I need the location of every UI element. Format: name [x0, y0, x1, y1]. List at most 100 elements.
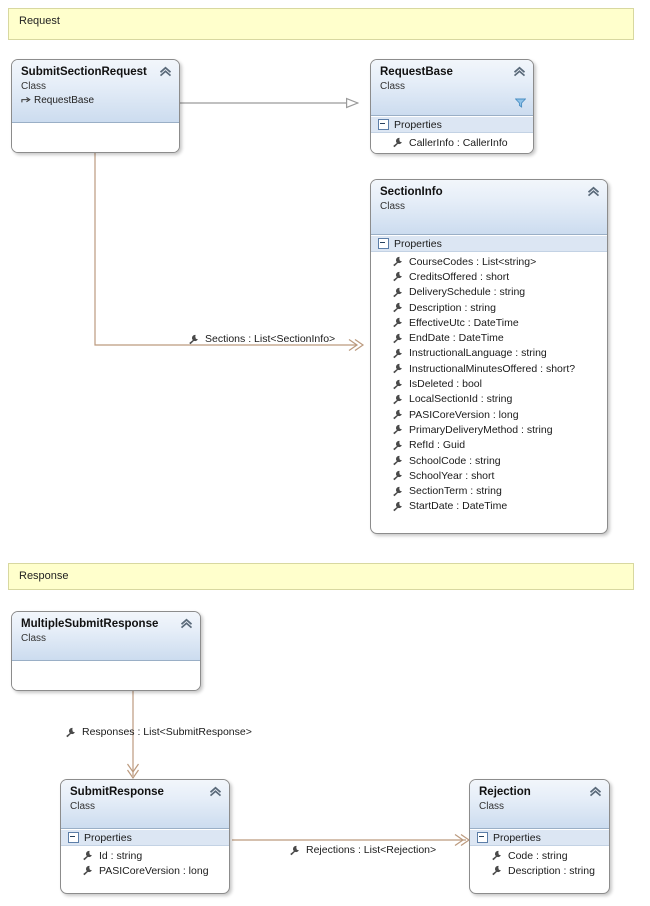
- compartment-label: Properties: [394, 118, 442, 131]
- member-list: CallerInfo : CallerInfo: [371, 133, 533, 153]
- class-header: RequestBase Class: [371, 60, 533, 116]
- funnel-icon[interactable]: [515, 98, 526, 108]
- class-empty-compartment: [12, 123, 179, 152]
- member-row[interactable]: CreditsOffered : short: [371, 269, 607, 284]
- property-wrench-icon: [393, 409, 402, 420]
- inheritance-arrow-icon: [21, 96, 31, 102]
- member-label: Description : string: [409, 301, 496, 314]
- member-label: RefId : Guid: [409, 439, 466, 452]
- property-wrench-icon: [393, 440, 402, 451]
- property-wrench-icon: [492, 851, 501, 861]
- chevron-up-icon[interactable]: [589, 786, 602, 797]
- class-stereotype: Class: [479, 801, 505, 812]
- class-box-rejection[interactable]: Rejection Class Properties Code : string…: [469, 779, 610, 894]
- chevron-up-icon[interactable]: [180, 618, 193, 629]
- member-row[interactable]: DeliverySchedule : string: [371, 285, 607, 300]
- member-row[interactable]: PASICoreVersion : long: [371, 407, 607, 422]
- class-box-requestbase[interactable]: RequestBase Class Properties CallerInfo …: [370, 59, 534, 154]
- property-wrench-icon: [393, 257, 402, 267]
- member-list: CourseCodes : List<string>CreditsOffered…: [371, 252, 607, 519]
- member-label: SchoolYear : short: [409, 469, 495, 482]
- property-wrench-icon: [393, 272, 402, 282]
- member-row[interactable]: InstructionalMinutesOffered : short?: [371, 361, 607, 376]
- compartment-header-properties[interactable]: Properties: [61, 829, 229, 846]
- association-label-rejections[interactable]: Rejections : List<Rejection>: [289, 844, 436, 856]
- compartment-header-properties[interactable]: Properties: [470, 829, 609, 846]
- property-wrench-icon: [393, 287, 402, 298]
- collapse-minus-icon[interactable]: [477, 832, 488, 843]
- class-box-submitresponse[interactable]: SubmitResponse Class Properties Id : str…: [60, 779, 230, 894]
- chevron-up-icon[interactable]: [587, 186, 600, 197]
- class-header: SectionInfo Class: [371, 180, 607, 235]
- class-stereotype: Class: [380, 201, 406, 212]
- property-wrench-icon: [393, 333, 402, 343]
- class-name: SubmitSectionRequest: [21, 66, 147, 78]
- collapse-minus-icon[interactable]: [378, 238, 389, 249]
- chevron-up-icon[interactable]: [513, 66, 526, 77]
- member-row[interactable]: SectionTerm : string: [371, 483, 607, 498]
- swimlane-banner-request[interactable]: Request: [8, 8, 634, 40]
- association-label-responses[interactable]: Responses : List<SubmitResponse>: [65, 726, 252, 738]
- association-label-text: Sections : List<SectionInfo>: [205, 333, 336, 345]
- member-row[interactable]: IsDeleted : bool: [371, 376, 607, 391]
- member-row[interactable]: Id : string: [61, 848, 229, 863]
- compartment-header-properties[interactable]: Properties: [371, 235, 607, 252]
- member-label: LocalSectionId : string: [409, 393, 513, 406]
- member-row[interactable]: StartDate : DateTime: [371, 499, 607, 514]
- banner-label: Response: [19, 570, 69, 582]
- class-header: SubmitResponse Class: [61, 780, 229, 829]
- chevron-up-icon[interactable]: [159, 66, 172, 77]
- class-stereotype: Class: [21, 81, 47, 92]
- member-row[interactable]: PASICoreVersion : long: [61, 863, 229, 878]
- member-row[interactable]: EndDate : DateTime: [371, 330, 607, 345]
- property-wrench-icon: [393, 379, 402, 389]
- member-row[interactable]: PrimaryDeliveryMethod : string: [371, 422, 607, 437]
- member-label: CreditsOffered : short: [409, 270, 510, 283]
- class-stereotype: Class: [380, 81, 406, 92]
- property-wrench-icon: [189, 334, 198, 344]
- swimlane-banner-response[interactable]: Response: [8, 563, 634, 590]
- class-empty-compartment: [12, 661, 200, 690]
- member-row[interactable]: Description : string: [371, 300, 607, 315]
- member-row[interactable]: SchoolYear : short: [371, 468, 607, 483]
- property-wrench-icon: [393, 501, 402, 512]
- chevron-up-icon[interactable]: [209, 786, 222, 797]
- association-label-text: Responses : List<SubmitResponse>: [82, 726, 252, 738]
- property-wrench-icon: [393, 486, 402, 496]
- member-row[interactable]: EffectiveUtc : DateTime: [371, 315, 607, 330]
- member-label: Description : string: [508, 864, 595, 877]
- member-label: SchoolCode : string: [409, 454, 501, 467]
- member-row[interactable]: CallerInfo : CallerInfo: [371, 135, 533, 150]
- member-label: PASICoreVersion : long: [99, 864, 209, 877]
- class-box-submitsectionrequest[interactable]: SubmitSectionRequest Class RequestBase: [11, 59, 180, 153]
- member-label: InstructionalMinutesOffered : short?: [409, 362, 576, 375]
- association-label-sections[interactable]: Sections : List<SectionInfo>: [188, 333, 335, 345]
- member-label: Id : string: [99, 849, 143, 862]
- class-name: SubmitResponse: [70, 786, 164, 798]
- class-header: SubmitSectionRequest Class RequestBase: [12, 60, 179, 123]
- member-row[interactable]: InstructionalLanguage : string: [371, 346, 607, 361]
- property-wrench-icon: [492, 866, 501, 876]
- member-row[interactable]: CourseCodes : List<string>: [371, 254, 607, 269]
- member-row[interactable]: Description : string: [470, 863, 609, 878]
- member-row[interactable]: SchoolCode : string: [371, 453, 607, 468]
- member-row[interactable]: Code : string: [470, 848, 609, 863]
- member-row[interactable]: RefId : Guid: [371, 438, 607, 453]
- property-wrench-icon: [393, 455, 402, 466]
- class-stereotype: Class: [21, 633, 47, 644]
- property-wrench-icon: [393, 138, 402, 148]
- member-label: Code : string: [508, 849, 568, 862]
- collapse-minus-icon[interactable]: [68, 832, 79, 843]
- property-wrench-icon: [393, 471, 402, 481]
- compartment-label: Properties: [394, 237, 442, 250]
- member-row[interactable]: LocalSectionId : string: [371, 392, 607, 407]
- class-box-multiplesubmitresponse[interactable]: MultipleSubmitResponse Class: [11, 611, 201, 691]
- collapse-minus-icon[interactable]: [378, 119, 389, 130]
- compartment-header-properties[interactable]: Properties: [371, 116, 533, 133]
- class-name: RequestBase: [380, 66, 453, 78]
- association-label-text: Rejections : List<Rejection>: [306, 844, 437, 856]
- class-base-reference: RequestBase: [21, 94, 171, 107]
- property-wrench-icon: [66, 727, 75, 737]
- class-box-sectioninfo[interactable]: SectionInfo Class Properties CourseCodes…: [370, 179, 608, 534]
